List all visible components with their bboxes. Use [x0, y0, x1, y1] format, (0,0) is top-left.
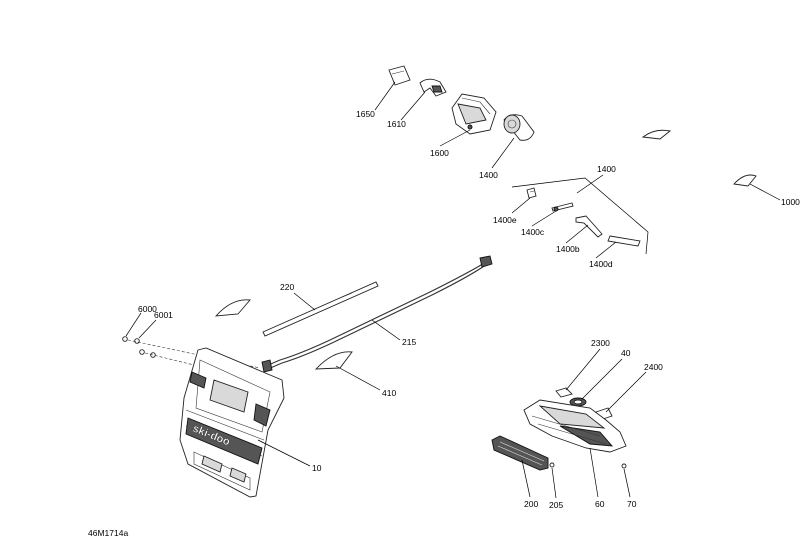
leader-6000 [125, 312, 142, 337]
part-1400e-clip[interactable] [526, 187, 537, 199]
callout-1650[interactable]: 1650 [356, 109, 375, 119]
drawing-reference-code: 46M1714a [88, 528, 129, 538]
leader-6001 [138, 319, 157, 339]
part-6000-screw[interactable] [122, 336, 145, 355]
leader-410 [335, 365, 381, 391]
callout-1400c[interactable]: 1400c [521, 227, 545, 237]
part-1650-sticker[interactable] [388, 65, 411, 86]
callout-40[interactable]: 40 [621, 348, 631, 358]
leader-215 [371, 319, 401, 341]
callout-1600[interactable]: 1600 [430, 148, 449, 158]
part-1400d-plate[interactable] [607, 235, 641, 247]
leader-1400b [565, 224, 589, 244]
leader-1000 [749, 183, 781, 201]
part-220-strip[interactable] [262, 281, 379, 337]
part-1000-decal[interactable] [733, 174, 757, 187]
callout-6001[interactable]: 6001 [154, 310, 173, 320]
part-1400c-bolt[interactable] [551, 202, 574, 212]
part-1610-clip[interactable] [419, 78, 447, 97]
part-40-emblem[interactable] [569, 397, 587, 407]
part-1400b-strap[interactable] [575, 215, 603, 238]
part-60-bumper[interactable] [523, 399, 627, 453]
callout-6000[interactable]: 6000 [138, 304, 157, 314]
leader-1610 [400, 91, 426, 121]
leader-40 [581, 358, 623, 400]
leader-1400c [531, 210, 557, 227]
callout-200[interactable]: 200 [524, 499, 538, 509]
callout-215[interactable]: 215 [402, 337, 416, 347]
callout-1610[interactable]: 1610 [387, 119, 406, 129]
callout-2400[interactable]: 2400 [644, 362, 663, 372]
callout-1000[interactable]: 1000 [781, 197, 800, 207]
leader-1400e [511, 197, 531, 214]
callout-205[interactable]: 205 [549, 500, 563, 510]
leader-205 [551, 467, 557, 499]
part-215-wire[interactable] [261, 255, 493, 373]
leader-2400 [605, 371, 647, 413]
leader-220 [293, 292, 316, 311]
callout-1400d[interactable]: 1400d [589, 259, 613, 269]
callout-220[interactable]: 220 [280, 282, 294, 292]
callout-410[interactable]: 410 [382, 388, 396, 398]
part-2300-decal[interactable] [555, 387, 573, 398]
leader-2300 [565, 348, 601, 391]
callout-10[interactable]: 10 [312, 463, 322, 473]
leader-200 [521, 459, 531, 498]
leader-60 [589, 447, 599, 498]
callout-70[interactable]: 70 [627, 499, 637, 509]
part-205-fastener[interactable] [549, 462, 555, 468]
leader-10 [257, 439, 311, 467]
leader-1650 [374, 81, 396, 111]
leader-1400-top [491, 137, 515, 169]
part-decal-left[interactable] [214, 299, 251, 317]
part-70-screw[interactable] [621, 463, 627, 469]
part-410-decal[interactable] [314, 351, 353, 370]
callout-1400b[interactable]: 1400b [556, 244, 580, 254]
part-10-front-panel[interactable]: ski-doo [179, 347, 285, 498]
callout-1400e[interactable]: 1400e [493, 215, 517, 225]
callout-2300[interactable]: 2300 [591, 338, 610, 348]
part-decal-top-right[interactable] [641, 129, 672, 140]
callout-1400-top[interactable]: 1400 [479, 170, 498, 180]
part-1400-cylinder[interactable] [503, 114, 535, 141]
kit-1400-bracket [511, 174, 649, 255]
part-200-grille[interactable] [491, 435, 549, 471]
leader-1600 [439, 129, 471, 147]
part-1600-housing[interactable] [451, 93, 497, 135]
callout-60[interactable]: 60 [595, 499, 605, 509]
leader-1400d [595, 241, 617, 259]
callout-1400-kit[interactable]: 1400 [597, 164, 616, 174]
leader-70 [623, 468, 631, 498]
